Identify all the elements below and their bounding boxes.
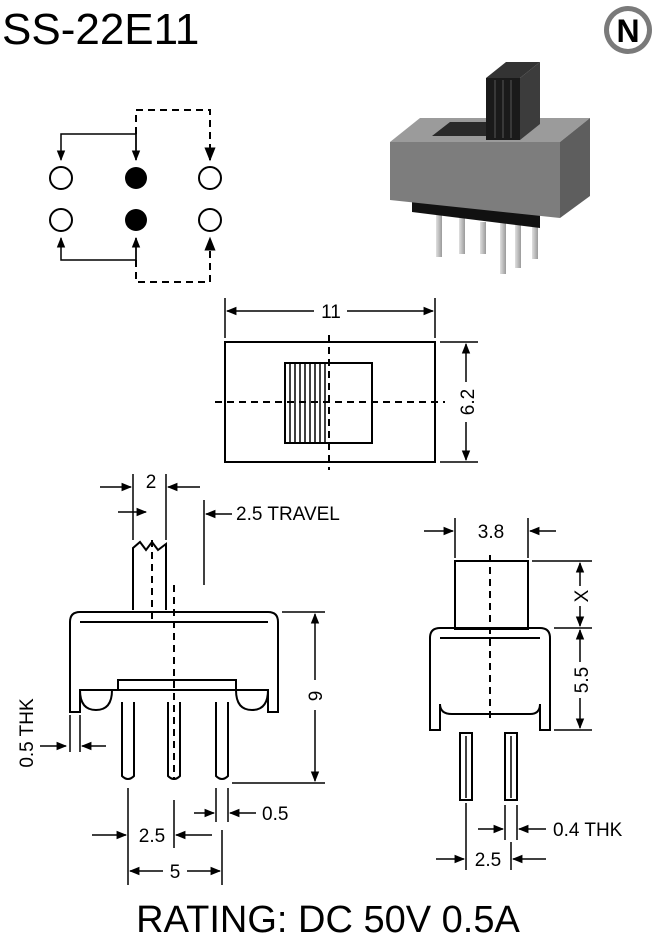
dim-body-height: 9	[306, 691, 327, 702]
dim-side-thk: 0.4 THK	[553, 820, 623, 841]
dim-actuator-width: 2	[146, 472, 157, 493]
logo-letter: N	[616, 13, 639, 49]
dim-side-x: X	[572, 589, 593, 602]
actuator-ribs	[289, 363, 326, 443]
switch-photo	[390, 62, 590, 274]
brand-logo: N	[604, 6, 652, 54]
dim-top-width: 11	[321, 302, 341, 323]
dim-thickness-left: 0.5 THK	[17, 698, 38, 768]
contact-schematic	[49, 109, 222, 283]
dim-pin-width: 0.5	[262, 804, 288, 825]
part-number-title: SS-22E11	[2, 5, 199, 54]
dim-travel: 2.5 TRAVEL	[236, 504, 340, 525]
dim-pin-span: 5	[170, 862, 181, 883]
dim-top-height: 6.2	[458, 389, 479, 415]
dim-side-width: 3.8	[478, 522, 504, 543]
dim-side-pitch: 2.5	[475, 850, 501, 871]
side-view: 3.8 X 5.5 0.4 THK 2.5	[424, 518, 623, 871]
dim-pin-pitch: 2.5	[139, 826, 165, 847]
dim-side-body: 5.5	[572, 667, 593, 693]
rating-text: RATING: DC 50V 0.5A	[136, 899, 520, 938]
front-view: 2 2.5 TRAVEL 9 0.5 THK 0.5 2.5 5	[17, 472, 340, 885]
top-view: 11 6.2	[215, 298, 479, 470]
